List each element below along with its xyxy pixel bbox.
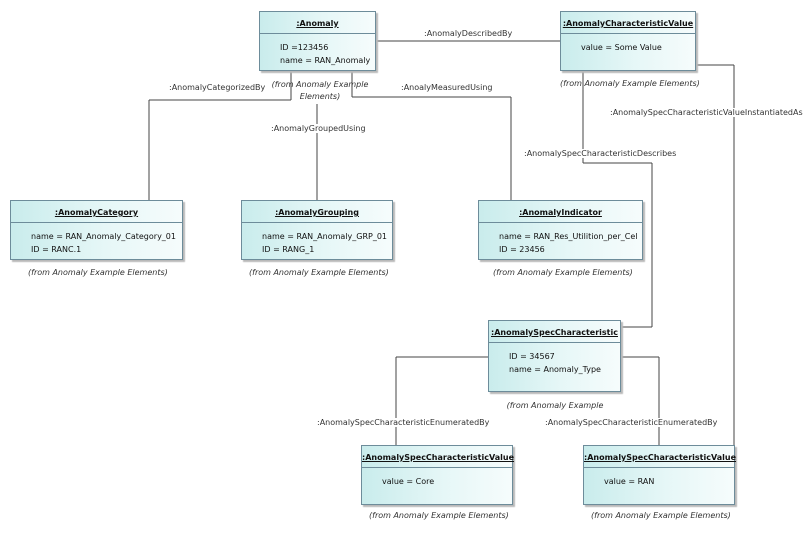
object-anomaly[interactable]: :Anomaly ID =123456 name = RAN_Anomaly	[259, 11, 376, 71]
link-label-described-by: :AnomalyDescribedBy	[423, 29, 514, 38]
attribute: name = Anomaly_Type	[509, 365, 601, 374]
object-title: :AnomalyCharacteristicValue	[561, 12, 695, 34]
attribute: name = RAN_Anomaly_Category_01	[31, 232, 176, 241]
attribute: ID = 23456	[499, 245, 545, 254]
attribute: name = RAN_Anomaly_GRP_01	[262, 232, 388, 241]
object-anomaly-category[interactable]: :AnomalyCategory name = RAN_Anomaly_Cate…	[10, 200, 183, 260]
object-title: :Anomaly	[260, 12, 375, 34]
from-note: (from Anomaly Example Elements)	[506, 401, 604, 410]
object-title: :AnomalyCategory	[11, 201, 182, 223]
object-attributes: name = RAN_Anomaly_GRP_01 ID = RANG_1	[242, 223, 392, 256]
object-title: :AnomalySpecCharacteristicValue	[362, 446, 514, 468]
object-attributes: ID = 34567 name = Anomaly_Type	[489, 343, 620, 376]
link-label-spec-describes: :AnomalySpecCharacteristicDescribes	[523, 149, 678, 158]
object-attributes: ID =123456 name = RAN_Anomaly	[260, 34, 375, 67]
attribute: value = Some Value	[581, 43, 662, 52]
attribute: ID = RANC.1	[31, 245, 82, 254]
object-attributes: value = Core	[362, 468, 512, 488]
attribute: ID = 34567	[509, 352, 555, 361]
object-anomaly-indicator[interactable]: :AnomalyIndicator name = RAN_Res_Utiliti…	[478, 200, 643, 260]
attribute: ID =123456	[280, 43, 329, 52]
from-note: (from Anomaly Example Elements)	[249, 268, 389, 277]
object-anomaly-characteristic-value[interactable]: :AnomalyCharacteristicValue value = Some…	[560, 11, 696, 71]
object-attributes: name = RAN_Res_Utilition_per_Cel ID = 23…	[479, 223, 642, 256]
object-attributes: name = RAN_Anomaly_Category_01 ID = RANC…	[11, 223, 182, 256]
attribute: value = Core	[382, 477, 435, 486]
attribute: name = RAN_Res_Utilition_per_Cel	[499, 232, 638, 241]
link-label-categorized-by: :AnomalyCategorizedBy	[168, 83, 267, 92]
object-title: :AnomalySpecCharacteristicValue	[584, 446, 736, 468]
object-anomaly-grouping[interactable]: :AnomalyGrouping name = RAN_Anomaly_GRP_…	[241, 200, 393, 260]
attribute: ID = RANG_1	[262, 245, 315, 254]
object-title: :AnomalyGrouping	[242, 201, 392, 223]
link-label-measured-using: :AnoalyMeasuredUsing	[400, 83, 494, 92]
from-note: (from Anomaly Example Elements)	[493, 268, 633, 277]
object-attributes: value = Some Value	[561, 34, 695, 54]
object-title: :AnomalySpecCharacteristic	[489, 321, 620, 343]
from-note: (from Anomaly Example Elements)	[591, 511, 731, 520]
link-label-enumerated-by-2: :AnomalySpecCharacteristicEnumeratedBy	[544, 418, 719, 427]
link-label-enumerated-by-1: :AnomalySpecCharacteristicEnumeratedBy	[316, 418, 491, 427]
object-attributes: value = RAN	[584, 468, 734, 488]
attribute: name = RAN_Anomaly	[280, 56, 371, 65]
attribute: value = RAN	[604, 477, 655, 486]
from-note: (from Anomaly Example Elements)	[560, 79, 700, 88]
object-title: :AnomalyIndicator	[479, 201, 642, 223]
from-note: (from Anomaly Example Elements)	[369, 511, 509, 520]
object-spec-characteristic-value-ran[interactable]: :AnomalySpecCharacteristicValue value = …	[583, 445, 736, 505]
from-note: (from Anomaly Example Elements)	[271, 80, 369, 101]
link-label-grouped-using: :AnomalyGroupedUsing	[270, 124, 367, 133]
link-label-instantiated-as: :AnomalySpecCharacteristicValueInstantia…	[609, 108, 804, 117]
object-anomaly-spec-characteristic[interactable]: :AnomalySpecCharacteristic ID = 34567 na…	[488, 320, 621, 392]
object-spec-characteristic-value-core[interactable]: :AnomalySpecCharacteristicValue value = …	[361, 445, 514, 505]
from-note: (from Anomaly Example Elements)	[28, 268, 168, 277]
